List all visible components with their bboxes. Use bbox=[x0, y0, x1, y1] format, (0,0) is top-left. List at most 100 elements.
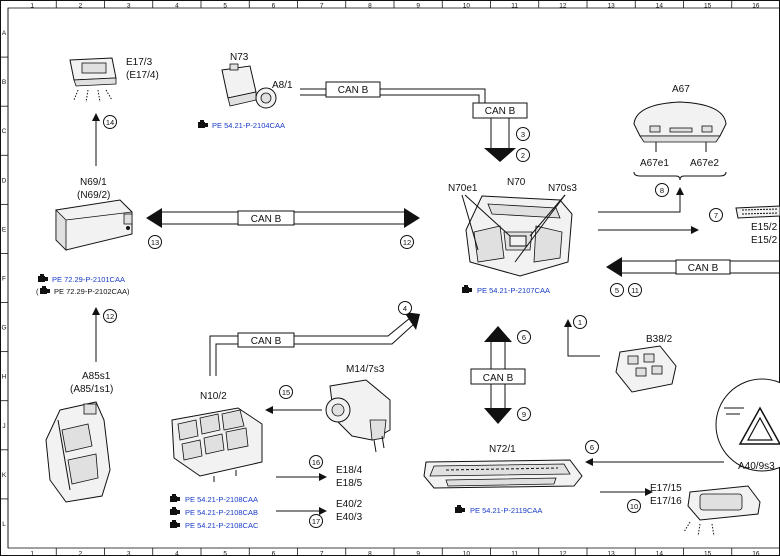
n69-2-label: (N69/2) bbox=[77, 190, 110, 201]
n73-ignition-switch-icon bbox=[221, 63, 277, 109]
a8-1-label: A8/1 bbox=[272, 80, 293, 91]
e40-3-label: E40/3 bbox=[336, 512, 363, 523]
grid-column-label: 11 bbox=[511, 551, 518, 556]
grid-row-label: D bbox=[2, 177, 7, 184]
signal-14 bbox=[103, 115, 117, 129]
grid-column-label: 5 bbox=[223, 3, 227, 10]
b38-2-label: B38/2 bbox=[646, 334, 673, 345]
grid-column-label: 11 bbox=[511, 3, 518, 10]
e15-2-label-2: E15/2 bbox=[751, 235, 778, 246]
grid-row-label: J bbox=[2, 423, 5, 430]
svg-text:8: 8 bbox=[660, 186, 664, 195]
e17-4-label: (E17/4) bbox=[126, 70, 159, 81]
svg-text:15: 15 bbox=[282, 388, 290, 397]
grid-row-label: K bbox=[2, 472, 7, 479]
grid-row-label: E bbox=[2, 226, 7, 233]
n69-1-door-control-unit-icon bbox=[55, 199, 133, 251]
can-b-box-lower bbox=[237, 332, 295, 348]
grid-column-label: 16 bbox=[752, 551, 760, 556]
grid-column-label: 6 bbox=[272, 3, 276, 10]
svg-text:5: 5 bbox=[615, 286, 619, 295]
svg-text:6: 6 bbox=[522, 333, 526, 342]
n72-1-reference-link[interactable]: PE 54.21-P-2119CAA bbox=[470, 506, 542, 515]
grid-column-label: 13 bbox=[608, 3, 616, 10]
can-b-box-middle bbox=[237, 210, 295, 226]
grid-column-label: 4 bbox=[175, 551, 179, 556]
grid-column-label: 10 bbox=[463, 551, 471, 556]
e17-15-label: E17/15 bbox=[650, 483, 682, 494]
grid-column-label: 13 bbox=[608, 551, 616, 556]
grid-column-label: 7 bbox=[320, 551, 324, 556]
svg-text:CAN B: CAN B bbox=[485, 106, 516, 117]
n70-reference-link[interactable]: PE 54.21-P-2107CAA bbox=[477, 286, 550, 295]
a67-roof-console-icon bbox=[633, 101, 727, 143]
can-b-arrow-left bbox=[146, 208, 162, 228]
a85s1-label: A85s1 bbox=[82, 371, 111, 382]
grid-column-label: 5 bbox=[223, 551, 227, 556]
n72-1-label: N72/1 bbox=[489, 444, 516, 455]
a85s1-door-lock-icon bbox=[45, 401, 111, 503]
n69-1-label: N69/1 bbox=[80, 177, 107, 188]
svg-text:7: 7 bbox=[714, 211, 718, 220]
grid-row-label: C bbox=[2, 128, 7, 135]
can-b-arrow-left-right bbox=[606, 257, 622, 277]
grid-column-label: 15 bbox=[704, 3, 712, 10]
n69-2-reference-link[interactable]: PE 72.29-P-2102CAA) bbox=[54, 287, 130, 296]
grid-column-label: 15 bbox=[704, 551, 712, 556]
e17-3-label: E17/3 bbox=[126, 57, 153, 68]
grid-column-label: 12 bbox=[559, 3, 567, 10]
n73-label: N73 bbox=[230, 52, 249, 63]
n10-2-sam-control-unit-icon bbox=[171, 407, 263, 482]
grid-column-label: 3 bbox=[127, 551, 131, 556]
grid-column-label: 16 bbox=[752, 3, 760, 10]
grid-row-label: B bbox=[2, 79, 6, 86]
m14-7s3-label: M14/7s3 bbox=[346, 364, 385, 375]
a67e2-label: A67e2 bbox=[690, 158, 719, 169]
svg-text:CAN B: CAN B bbox=[338, 85, 369, 96]
e17-3-lamp-icon bbox=[69, 57, 117, 103]
grid-column-label: 4 bbox=[175, 3, 179, 10]
grid-column-label: 12 bbox=[559, 551, 567, 556]
e18-4-label: E18/4 bbox=[336, 465, 363, 476]
svg-text:12: 12 bbox=[403, 238, 411, 247]
grid-column-label: 6 bbox=[272, 551, 276, 556]
grid-column-label: 1 bbox=[30, 3, 34, 10]
svg-text:6: 6 bbox=[590, 443, 594, 452]
n10-2-reference-link-3[interactable]: PE 54.21-P-2108CAC bbox=[185, 521, 259, 530]
grid-column-label: 2 bbox=[79, 3, 83, 10]
n73-reference-link[interactable]: PE 54.21-P-2104CAA bbox=[212, 121, 285, 130]
n70s3-label: N70s3 bbox=[548, 183, 577, 194]
n10-2-reference-link-2[interactable]: PE 54.21-P-2108CAB bbox=[185, 508, 258, 517]
a85-1s1-label: (A85/1s1) bbox=[70, 384, 113, 395]
grid-column-label: 8 bbox=[368, 3, 372, 10]
can-b-arrow-right bbox=[404, 208, 420, 228]
grid-row-label: L bbox=[2, 521, 6, 528]
grid-row-label: H bbox=[2, 374, 7, 381]
n69-1-reference-link[interactable]: PE 72.29-P-2101CAA bbox=[52, 275, 125, 284]
grid-column-label: 2 bbox=[79, 551, 83, 556]
a40-9s3-hazard-switch-icon bbox=[715, 378, 780, 472]
b38-2-rain-light-sensor-icon bbox=[615, 345, 677, 393]
svg-text:9: 9 bbox=[522, 410, 526, 419]
svg-text:12: 12 bbox=[106, 312, 114, 321]
n10-2-reference-link-1[interactable]: PE 54.21-P-2108CAA bbox=[185, 495, 258, 504]
a40-9s3-label: A40/9s3 bbox=[738, 461, 775, 472]
svg-text:4: 4 bbox=[403, 304, 407, 313]
n72-1-upper-control-panel-icon bbox=[423, 459, 583, 489]
n70-label: N70 bbox=[507, 177, 526, 188]
svg-text:17: 17 bbox=[312, 517, 320, 526]
n10-2-label: N10/2 bbox=[200, 391, 227, 402]
can-b-box-right bbox=[675, 259, 731, 275]
grid-row-label: F bbox=[2, 276, 6, 283]
grid-row-label: G bbox=[1, 325, 6, 332]
svg-text:(: ( bbox=[36, 287, 39, 296]
a67e1-label: A67e1 bbox=[640, 158, 669, 169]
grid-columns: 1122334455667788991010111112121313141415… bbox=[30, 0, 760, 556]
grid-column-label: 8 bbox=[368, 551, 372, 556]
svg-text:2: 2 bbox=[521, 151, 525, 160]
grid-column-label: 7 bbox=[320, 3, 324, 10]
grid-rows: A B C D E F G H J K L bbox=[0, 30, 8, 528]
e18-5-label: E18/5 bbox=[336, 478, 363, 489]
grid-row-label: A bbox=[2, 30, 7, 37]
